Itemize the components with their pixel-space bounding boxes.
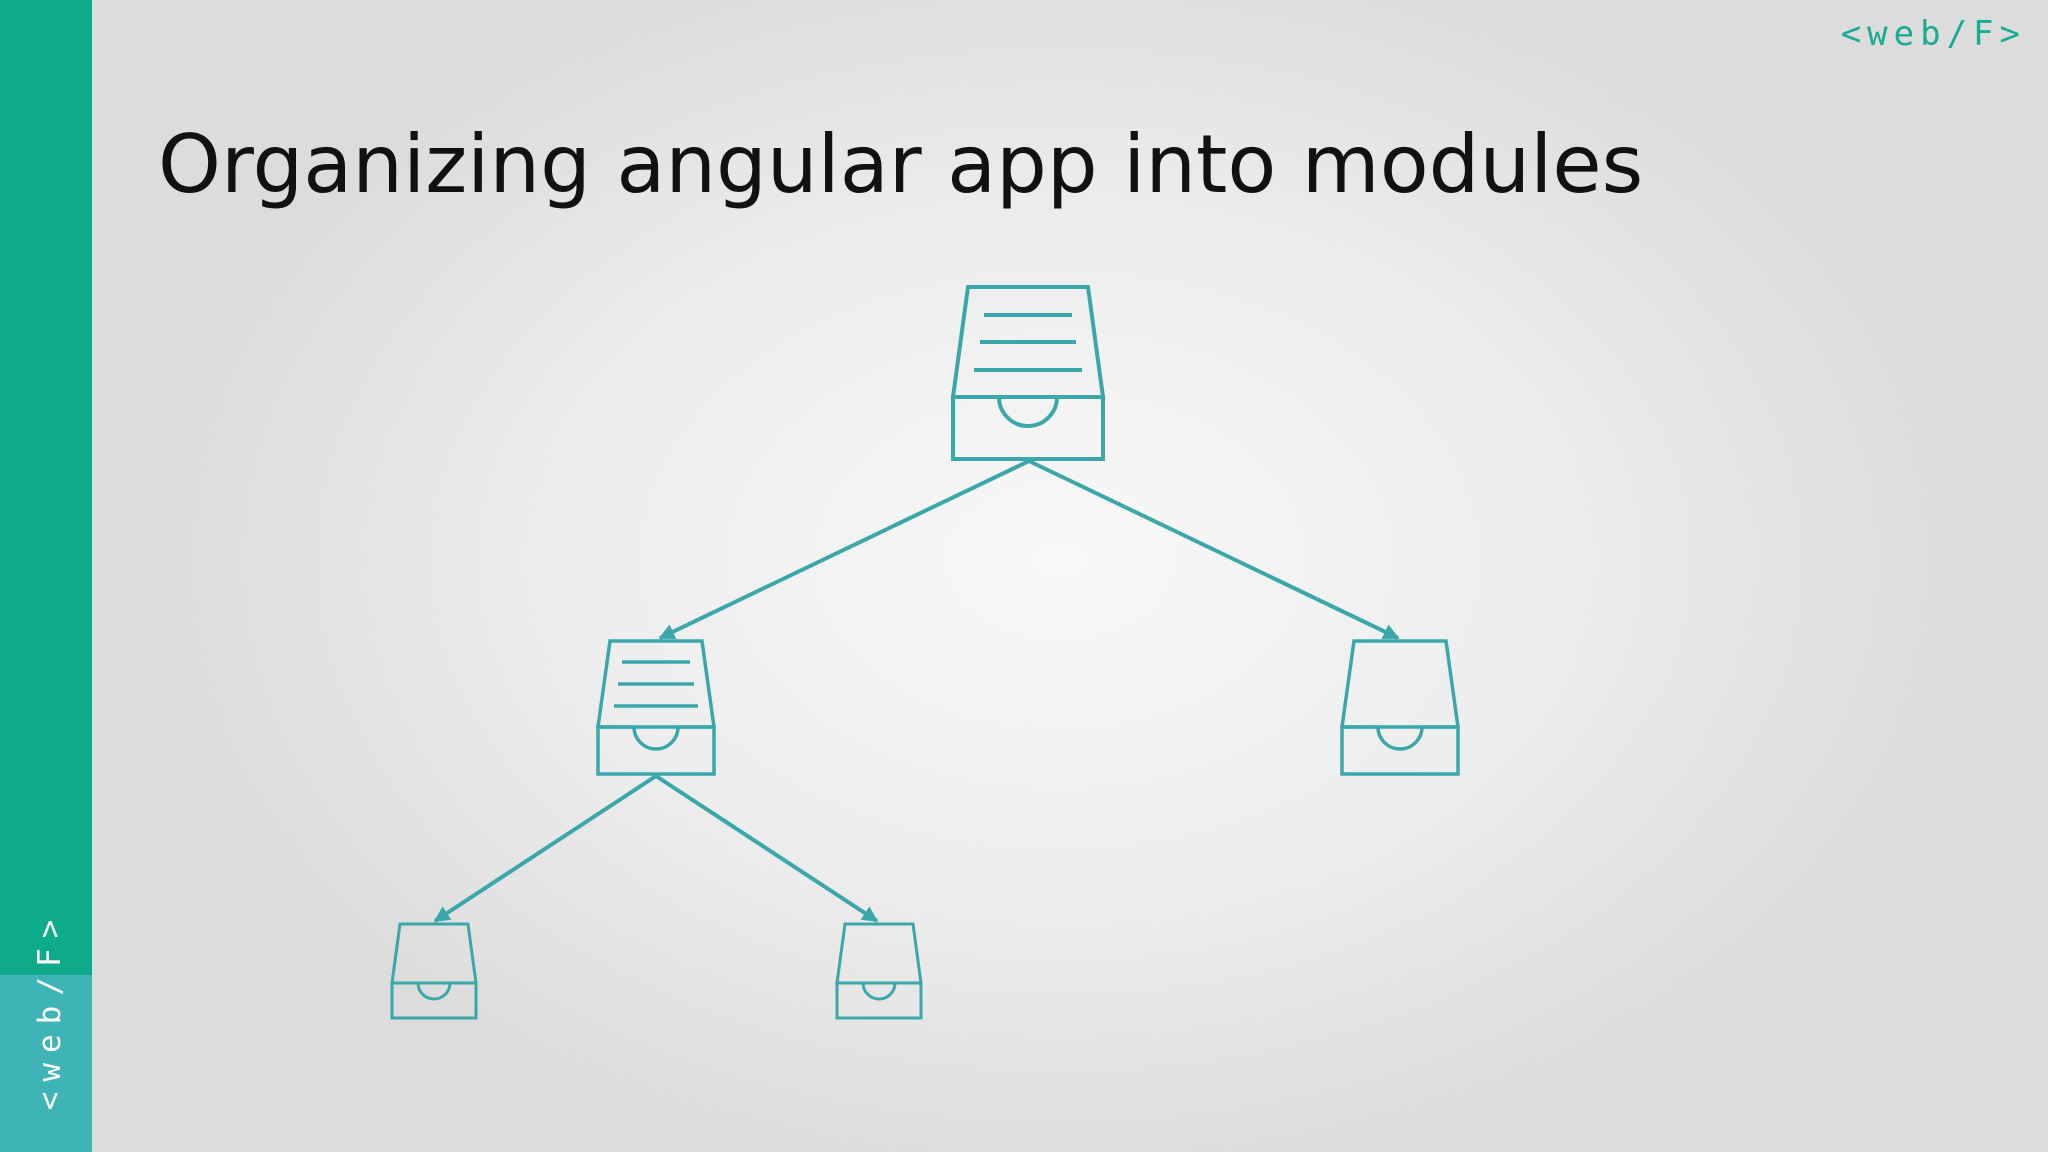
corner-logo: <web/F> [1840, 14, 2026, 54]
edge-root-to-child-right [1028, 459, 1400, 640]
grandchild-module-left-tray-icon [390, 922, 478, 1020]
grandchild-module-right-tray-icon [835, 922, 923, 1020]
slide-title: Organizing angular app into modules [158, 118, 1644, 211]
tree-edges [433, 459, 1400, 923]
edge-root-to-child-left [658, 459, 1030, 640]
child-module-right-tray-icon [1339, 639, 1461, 776]
edge-child-left-to-grandchild-left [433, 774, 658, 923]
child-module-left-tray-icon [595, 639, 717, 776]
root-module-tray-icon [950, 285, 1106, 461]
sidebar-accent-bar [0, 0, 92, 1152]
edge-child-left-to-grandchild-right [654, 774, 879, 923]
sidebar-logo-panel [0, 975, 92, 1152]
